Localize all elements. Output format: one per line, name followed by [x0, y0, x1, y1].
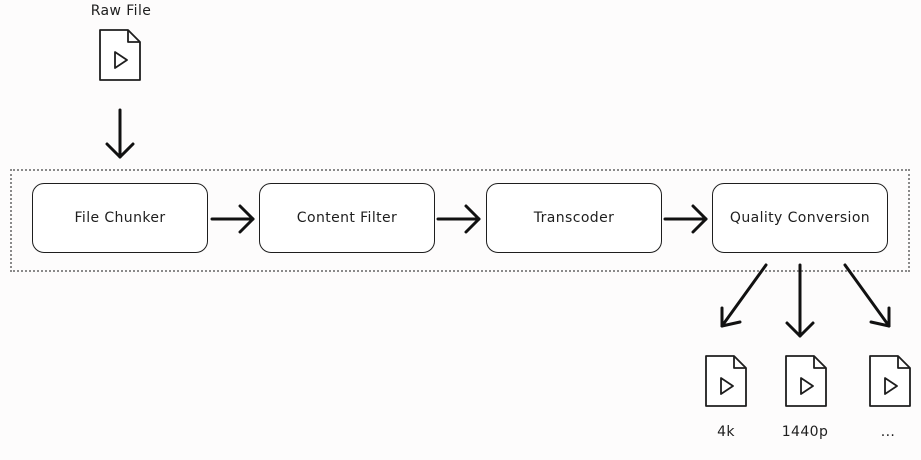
arrow-to-1440p: [785, 263, 815, 338]
video-file-icon: [705, 355, 747, 407]
input-arrow: [105, 108, 135, 159]
stage-content-filter: Content Filter: [259, 183, 435, 253]
video-file-icon: [785, 355, 827, 407]
output-label-1440p: 1440p: [781, 424, 829, 440]
raw-file-label: Raw File: [90, 3, 152, 19]
arrow-chunker-to-filter: [210, 204, 255, 234]
arrow-transcoder-to-quality: [663, 204, 708, 234]
stage-file-chunker: File Chunker: [32, 183, 208, 253]
arrow-to-more: [843, 263, 891, 328]
output-label-more: ...: [880, 424, 896, 440]
output-label-4k: 4k: [717, 424, 735, 440]
arrow-to-4k: [720, 263, 768, 328]
video-file-icon: [869, 355, 911, 407]
pipeline-container: [10, 169, 910, 272]
stage-transcoder: Transcoder: [486, 183, 662, 253]
stage-quality-conversion: Quality Conversion: [712, 183, 888, 253]
arrow-filter-to-transcoder: [436, 204, 481, 234]
video-file-icon: [99, 29, 141, 81]
